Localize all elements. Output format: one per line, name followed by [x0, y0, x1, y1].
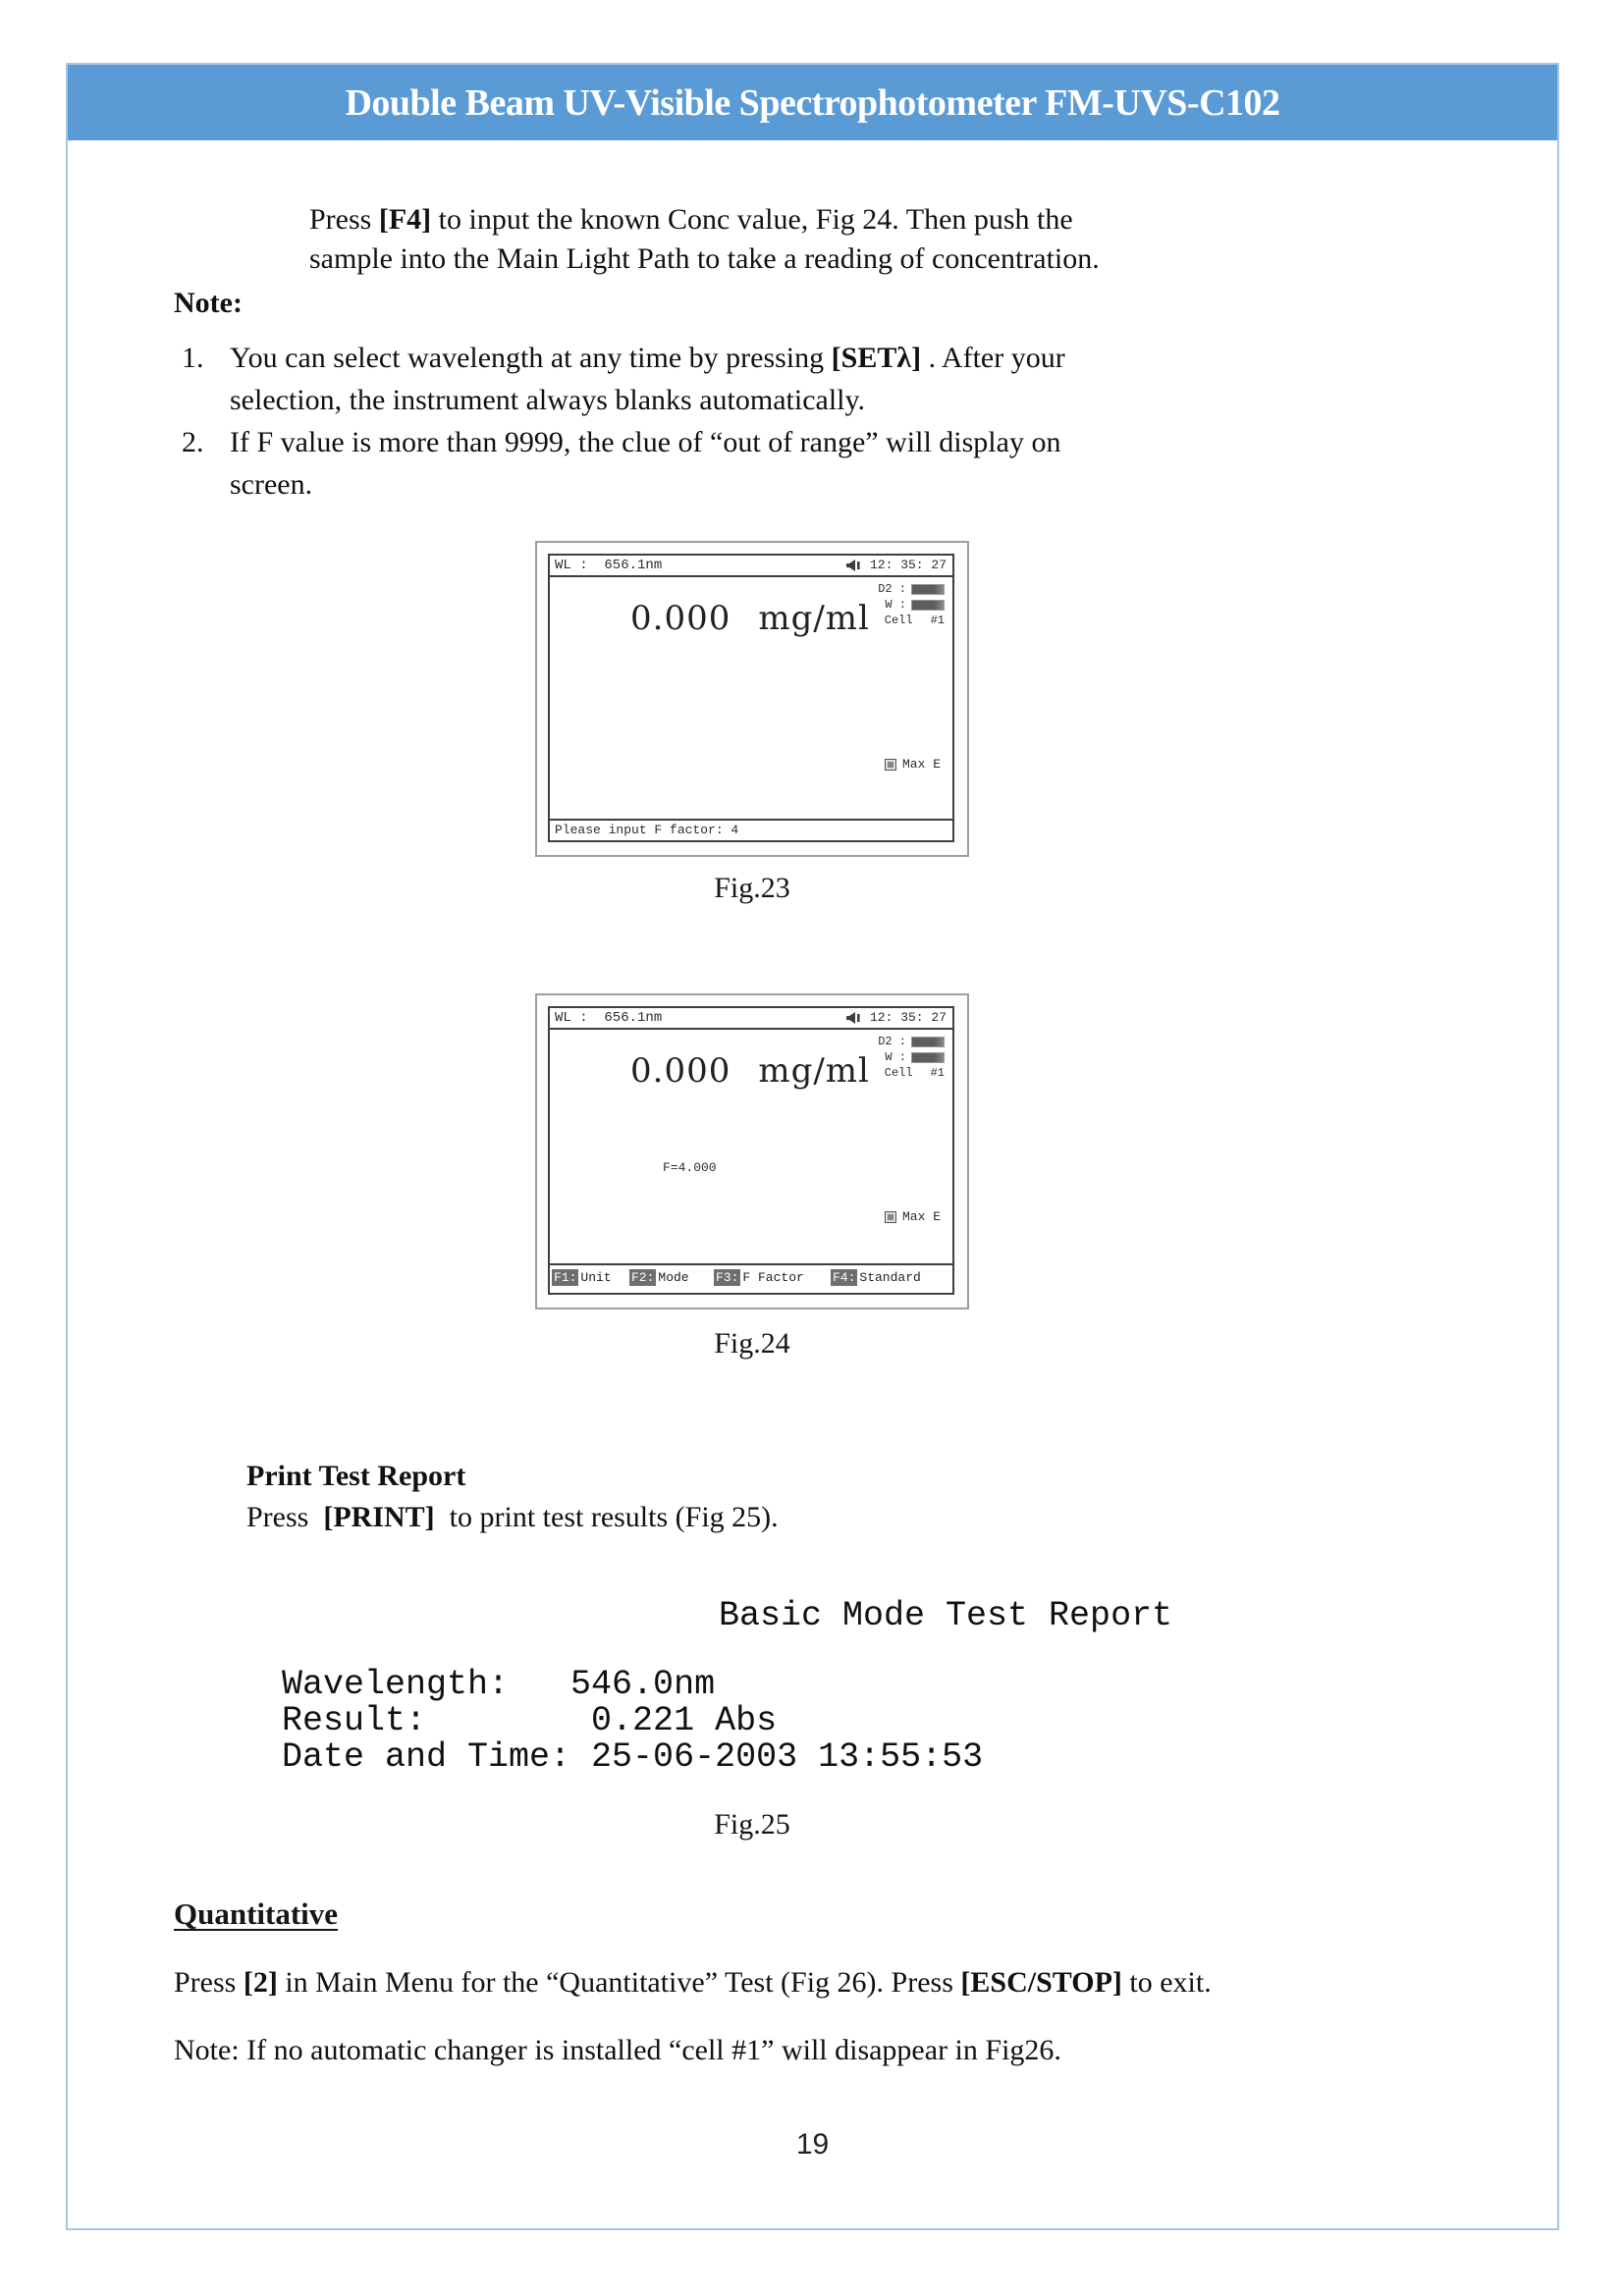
- note-2-line-1: If F value is more than 9999, the clue o…: [230, 426, 1061, 458]
- clock-readout: 12: 35: 27: [869, 1010, 947, 1025]
- fig24-function-key-bar: F1:Unit F2:Mode F3:F Factor F4:Standard: [550, 1263, 952, 1293]
- page-header-bar: Double Beam UV-Visible Spectrophotometer…: [68, 65, 1557, 140]
- clock-readout: 12: 35: 27: [869, 558, 947, 572]
- note-heading: Note:: [174, 287, 243, 319]
- d2-lamp-level-bar: [911, 1036, 945, 1047]
- max-mode-icon: [884, 758, 896, 771]
- print-section-line: Press [PRINT] to print test results (Fig…: [246, 1501, 779, 1533]
- lamp-status-block: D2 : W : Cell #1: [878, 582, 945, 627]
- fig24-status-bar: WL : 656.1nm 12: 35: 27: [550, 1008, 952, 1030]
- d2-lamp-label: D2 :: [878, 582, 906, 596]
- report-title: Basic Mode Test Report: [719, 1596, 1173, 1635]
- page-title: Double Beam UV-Visible Spectrophotometer…: [345, 81, 1280, 124]
- w-lamp-label: W :: [885, 598, 906, 612]
- wavelength-readout: WL : 656.1nm: [555, 1010, 663, 1026]
- reading-value: 0.000: [630, 599, 731, 638]
- cell-number: #1: [930, 1066, 945, 1080]
- softkey-f1-unit: F1:Unit: [552, 1269, 612, 1286]
- fig24-lcd-display: WL : 656.1nm 12: 35: 27 D2 : W : Cell#1 …: [548, 1006, 954, 1295]
- softkey-f4-standard: F4:Standard: [831, 1269, 921, 1286]
- print-section-heading: Print Test Report: [246, 1460, 466, 1492]
- wavelength-readout: WL : 656.1nm: [555, 558, 663, 573]
- concentration-reading: 0.000 mg/ml: [630, 599, 870, 638]
- note-1-line-2: selection, the instrument always blanks …: [230, 384, 866, 416]
- fig24-lcd-screen: WL : 656.1nm 12: 35: 27 D2 : W : Cell#1 …: [535, 993, 969, 1309]
- intro-line-1: Press [F4] to input the known Conc value…: [309, 203, 1073, 236]
- note-2-line-2: screen.: [230, 468, 313, 501]
- concentration-reading: 0.000 mg/ml: [630, 1051, 870, 1091]
- fig23-message-bar: Please input F factor: 4: [550, 819, 952, 840]
- lamp-status-block: D2 : W : Cell #1: [878, 1035, 945, 1080]
- reading-unit: mg/ml: [758, 1051, 870, 1091]
- w-lamp-label: W :: [885, 1050, 906, 1064]
- cell-label: Cell: [884, 1066, 913, 1080]
- fig25-caption: Fig.25: [714, 1808, 790, 1841]
- page-number: 19: [795, 2128, 830, 2161]
- report-wavelength-line: Wavelength: 546.0nm: [282, 1665, 716, 1704]
- speaker-icon: [845, 1011, 860, 1024]
- d2-lamp-level-bar: [911, 583, 945, 595]
- fig24-caption: Fig.24: [714, 1327, 790, 1360]
- f-factor-value: F=4.000: [663, 1160, 717, 1175]
- cell-label: Cell: [884, 614, 913, 627]
- softkey-f2-mode: F2:Mode: [629, 1269, 689, 1286]
- max-mode-label: Max E: [901, 1209, 941, 1224]
- f-factor-prompt: Please input F factor: 4: [555, 823, 739, 837]
- reading-unit: mg/ml: [758, 599, 870, 638]
- note-1-line-1: You can select wavelength at any time by…: [230, 342, 1065, 374]
- quantitative-heading: Quantitative: [174, 1896, 339, 1931]
- quantitative-note-line: Note: If no automatic changer is install…: [174, 2034, 1061, 2066]
- intro-line-2: sample into the Main Light Path to take …: [309, 242, 1100, 275]
- max-mode-label: Max E: [901, 757, 941, 772]
- max-mode-icon: [884, 1210, 896, 1223]
- report-datetime-line: Date and Time: 25-06-2003 13:55:53: [282, 1737, 984, 1777]
- fig23-caption: Fig.23: [714, 872, 790, 904]
- fig23-lcd-screen: WL : 656.1nm 12: 35: 27 D2 : W : Cell#1 …: [535, 541, 969, 857]
- fig23-status-bar: WL : 656.1nm 12: 35: 27: [550, 556, 952, 577]
- d2-lamp-label: D2 :: [878, 1035, 906, 1048]
- reading-value: 0.000: [630, 1051, 731, 1091]
- w-lamp-level-bar: [911, 1051, 945, 1063]
- speaker-icon: [845, 559, 860, 571]
- note-1-number: 1.: [182, 342, 204, 374]
- softkey-f3-f-factor: F3:F Factor: [714, 1269, 804, 1286]
- quantitative-press-line: Press [2] in Main Menu for the “Quantita…: [174, 1966, 1212, 1999]
- w-lamp-level-bar: [911, 599, 945, 611]
- fig23-lcd-display: WL : 656.1nm 12: 35: 27 D2 : W : Cell#1 …: [548, 554, 954, 842]
- report-result-line: Result: 0.221 Abs: [282, 1701, 778, 1740]
- note-2-number: 2.: [182, 426, 204, 458]
- cell-number: #1: [930, 614, 945, 627]
- manual-page: Double Beam UV-Visible Spectrophotometer…: [66, 63, 1559, 2230]
